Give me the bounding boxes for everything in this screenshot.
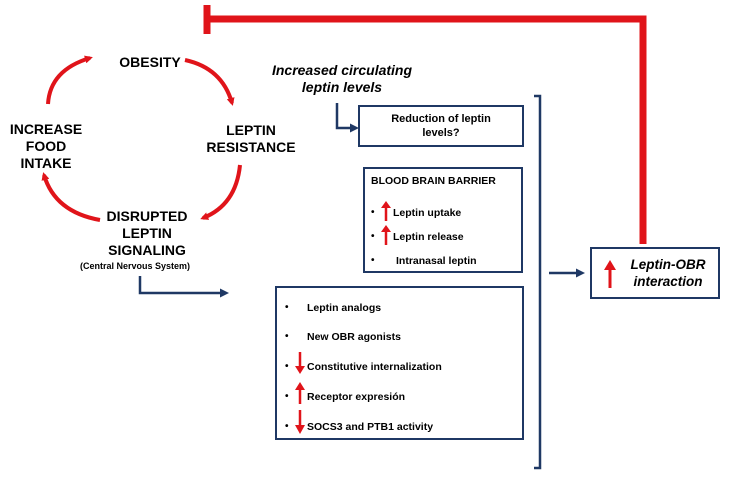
bullet-dot: •	[285, 331, 289, 342]
cycle-arrow-intake-to-obesity	[46, 55, 93, 105]
up-arrow-icon	[604, 260, 616, 288]
receptor-item: Receptor expresión	[307, 391, 406, 403]
up-arrow-icon	[381, 225, 391, 245]
receptor-item: Constitutive internalization	[307, 361, 442, 373]
obesity-label: OBESITY	[119, 54, 181, 70]
bullet-dot: •	[285, 361, 289, 372]
bbb-item: Intranasal leptin	[396, 255, 477, 267]
increase-food-intake-label: INCREASE FOOD INTAKE	[9, 121, 83, 171]
bbb-title: BLOOD BRAIN BARRIER	[371, 175, 496, 187]
reduction-text: Reduction of leptin levels?	[391, 113, 491, 139]
cycle-arrow-disrupted-to-intake	[41, 172, 101, 222]
bullet-dot: •	[285, 391, 289, 402]
bracket-line	[534, 94, 542, 470]
bbb-item: Leptin release	[393, 231, 464, 243]
disrupted-signaling-label: DISRUPTED LEPTIN SIGNALING	[106, 208, 188, 258]
receptor-item: Leptin analogs	[307, 302, 382, 314]
down-arrow-icon	[295, 352, 305, 374]
bbb-item: Leptin uptake	[393, 207, 462, 219]
result-text: Leptin-OBR interaction	[630, 257, 706, 289]
bullet-dot: •	[371, 255, 375, 266]
bullet-dot: •	[285, 302, 289, 313]
up-arrow-icon	[295, 382, 305, 404]
circulating-leptin-label: Increased circulating leptin levels	[271, 62, 413, 95]
cns-note: (Central Nervous System)	[80, 261, 191, 271]
bullet-dot: •	[371, 207, 375, 218]
reduction-box: Reduction of leptin levels?	[358, 105, 524, 147]
cycle-arrow-resistance-to-disrupted	[200, 164, 242, 220]
leptin-resistance-label: LEPTIN RESISTANCE	[206, 122, 296, 155]
inhibition-line	[210, 15, 647, 244]
receptor-box: • Leptin analogs • New OBR agonists • Co…	[275, 286, 524, 440]
bullet-dot: •	[285, 421, 289, 432]
connector-circulating-to-reduction	[335, 103, 359, 133]
cycle-arrow-obesity-to-resistance	[184, 58, 235, 106]
down-arrow-icon	[295, 410, 305, 434]
bullet-dot: •	[371, 231, 375, 242]
connector-signaling-to-receptor	[138, 276, 229, 298]
receptor-item: SOCS3 and PTB1 activity	[307, 421, 434, 433]
up-arrow-icon	[381, 201, 391, 221]
bbb-box: BLOOD BRAIN BARRIER • Leptin uptake • Le…	[363, 167, 523, 273]
receptor-item: New OBR agonists	[307, 331, 401, 343]
result-box: Leptin-OBR interaction	[590, 247, 720, 299]
